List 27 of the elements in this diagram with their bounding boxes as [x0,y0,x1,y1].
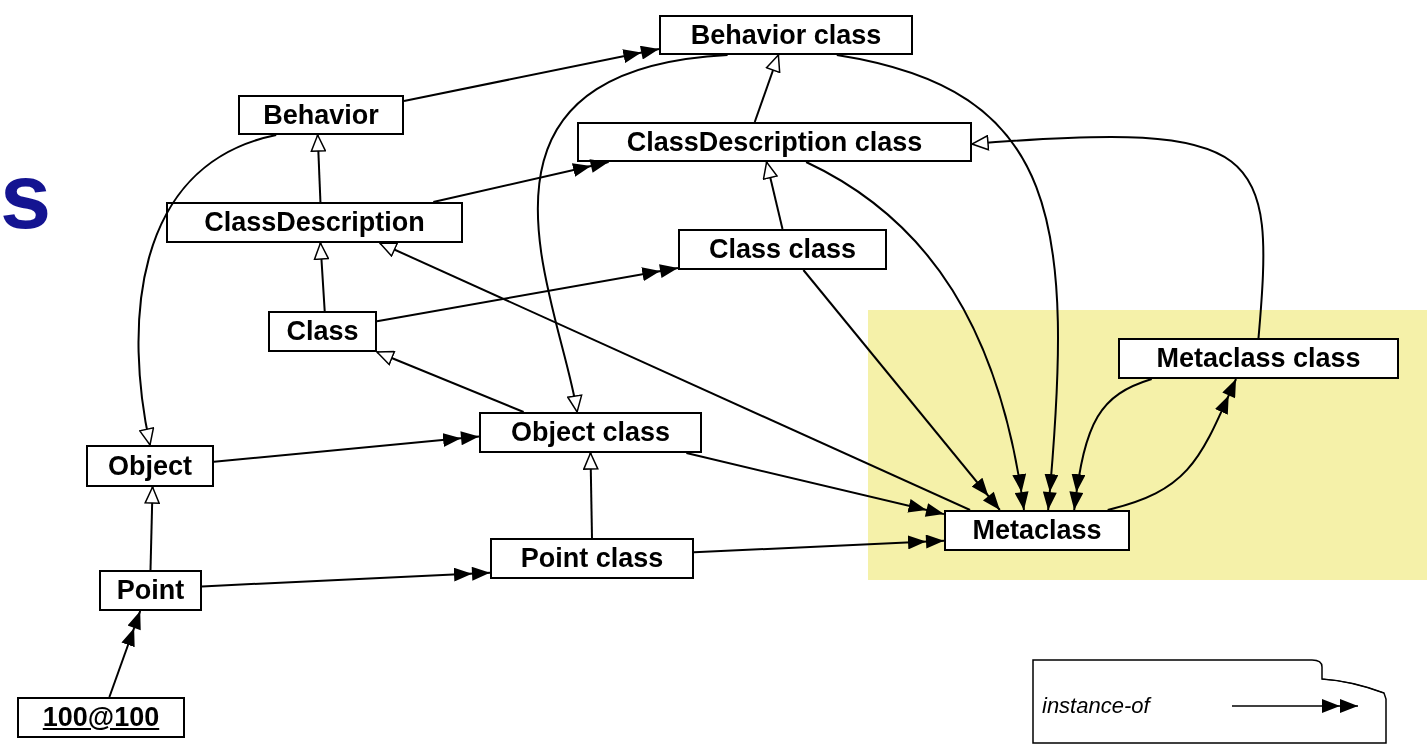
class-box: Point class [490,538,694,579]
inheritance-arrow [971,135,1265,339]
inheritance-arrow [376,350,525,413]
inheritance-arrow [583,452,599,539]
title-text: s [0,150,52,242]
inheritance-arrow [137,134,278,446]
class-box: ClassDescription class [577,122,972,162]
highlight-band [868,310,1427,580]
class-box: 100@100 [17,697,185,738]
class-box: Class class [678,229,887,270]
class-box: Behavior [238,95,404,135]
legend-text: instance-of [1042,695,1153,717]
inheritance-arrow [753,54,781,123]
class-box: Object [86,445,214,487]
class-box: Point [99,570,202,611]
inheritance-arrow [762,161,784,230]
inheritance-arrow [537,54,729,413]
class-box: Metaclass [944,510,1130,551]
inheritance-arrow [313,242,330,312]
class-box: Behavior class [659,15,913,55]
class-box: Class [268,311,377,352]
class-box: Object class [479,412,702,453]
inheritance-arrow [144,486,160,571]
inheritance-arrow [310,134,327,203]
class-box: Metaclass class [1118,338,1399,379]
class-box: ClassDescription [166,202,463,243]
inheritance-arrow [378,242,972,511]
